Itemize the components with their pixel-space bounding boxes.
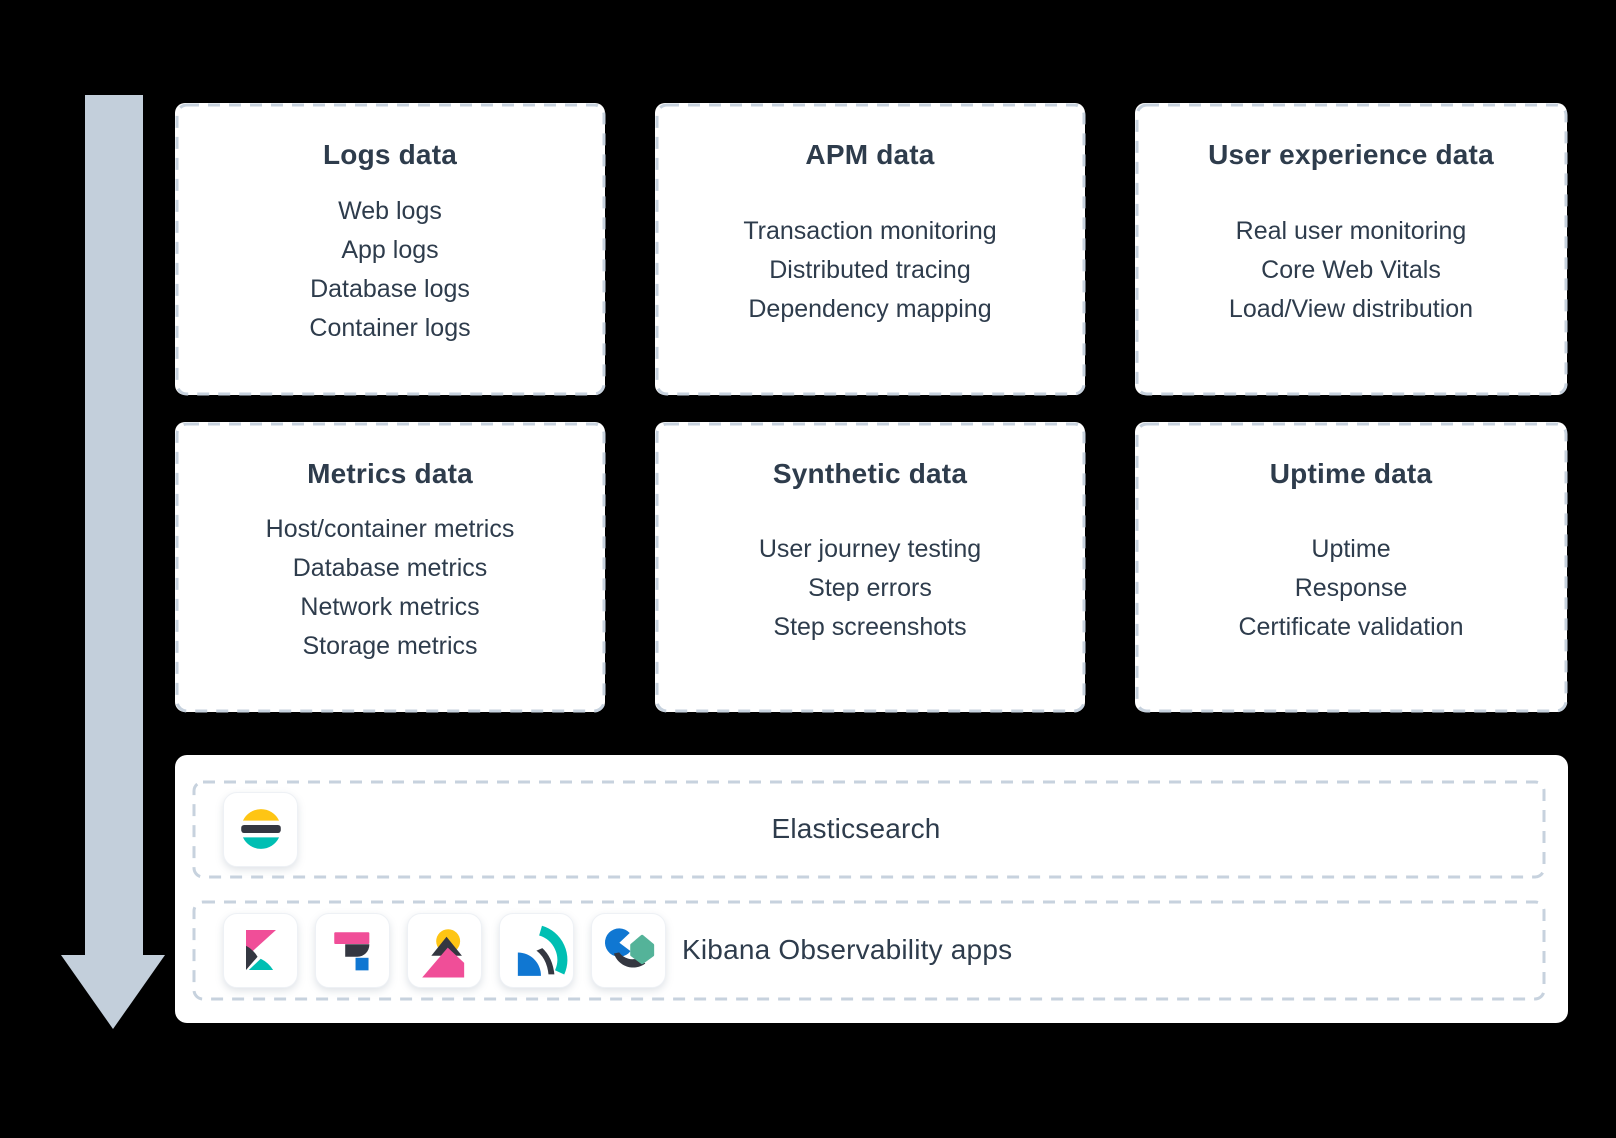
card-item: Dependency mapping: [748, 294, 992, 323]
card-item: Step errors: [808, 573, 932, 602]
card-item: Distributed tracing: [769, 255, 971, 284]
platform-box: Elasticsearch: [175, 755, 1568, 1023]
uptime-app-card: [591, 912, 666, 988]
card-title: Uptime data: [1269, 458, 1433, 489]
card-item: Storage metrics: [302, 632, 478, 660]
apm-app-card: [499, 912, 574, 988]
metrics-app-card: [407, 912, 482, 988]
kibana-app-icons: [223, 912, 666, 988]
card-item: Uptime: [1311, 534, 1391, 563]
card-title: Logs data: [322, 139, 458, 170]
card-title: Synthetic data: [772, 458, 968, 489]
card-item: App logs: [341, 236, 439, 264]
card-item: Step screenshots: [773, 612, 967, 641]
data-type-card: User experience data Real user monitorin…: [1135, 103, 1567, 395]
card-item: Network metrics: [300, 593, 480, 621]
card-item: Core Web Vitals: [1261, 255, 1441, 284]
card-item: Transaction monitoring: [743, 216, 997, 245]
logs-app-card: [315, 912, 390, 988]
metrics-app-icon: [422, 928, 465, 977]
card-title: User experience data: [1208, 139, 1494, 170]
card-item: Host/container metrics: [265, 515, 515, 543]
kibana-row: Kibana Observability apps: [192, 900, 1545, 1000]
elasticsearch-row: Elasticsearch: [192, 780, 1545, 878]
card-item: User journey testing: [758, 534, 982, 563]
flow-arrow-down: [85, 95, 143, 956]
card-item: Real user monitoring: [1235, 216, 1467, 245]
card-title: APM data: [805, 139, 935, 170]
card-item: Response: [1294, 573, 1408, 602]
logs-app-icon: [334, 931, 370, 970]
apm-app-icon: [517, 925, 568, 977]
card-item: Certificate validation: [1238, 612, 1464, 641]
kibana-logo-card: [223, 912, 298, 988]
card-item: Web logs: [338, 197, 442, 225]
kibana-logo-icon: [245, 930, 276, 970]
uptime-app-icon: [604, 927, 655, 968]
card-item: Database logs: [310, 275, 470, 303]
flow-arrow-down-head: [61, 955, 165, 1029]
card-item: Container logs: [309, 314, 471, 342]
kibana-apps-label: Kibana Observability apps: [682, 934, 1013, 965]
card-item: Load/View distribution: [1228, 294, 1474, 323]
card-item: Database metrics: [292, 554, 488, 582]
card-title: Metrics data: [307, 458, 473, 489]
elasticsearch-label: Elasticsearch: [771, 813, 941, 844]
